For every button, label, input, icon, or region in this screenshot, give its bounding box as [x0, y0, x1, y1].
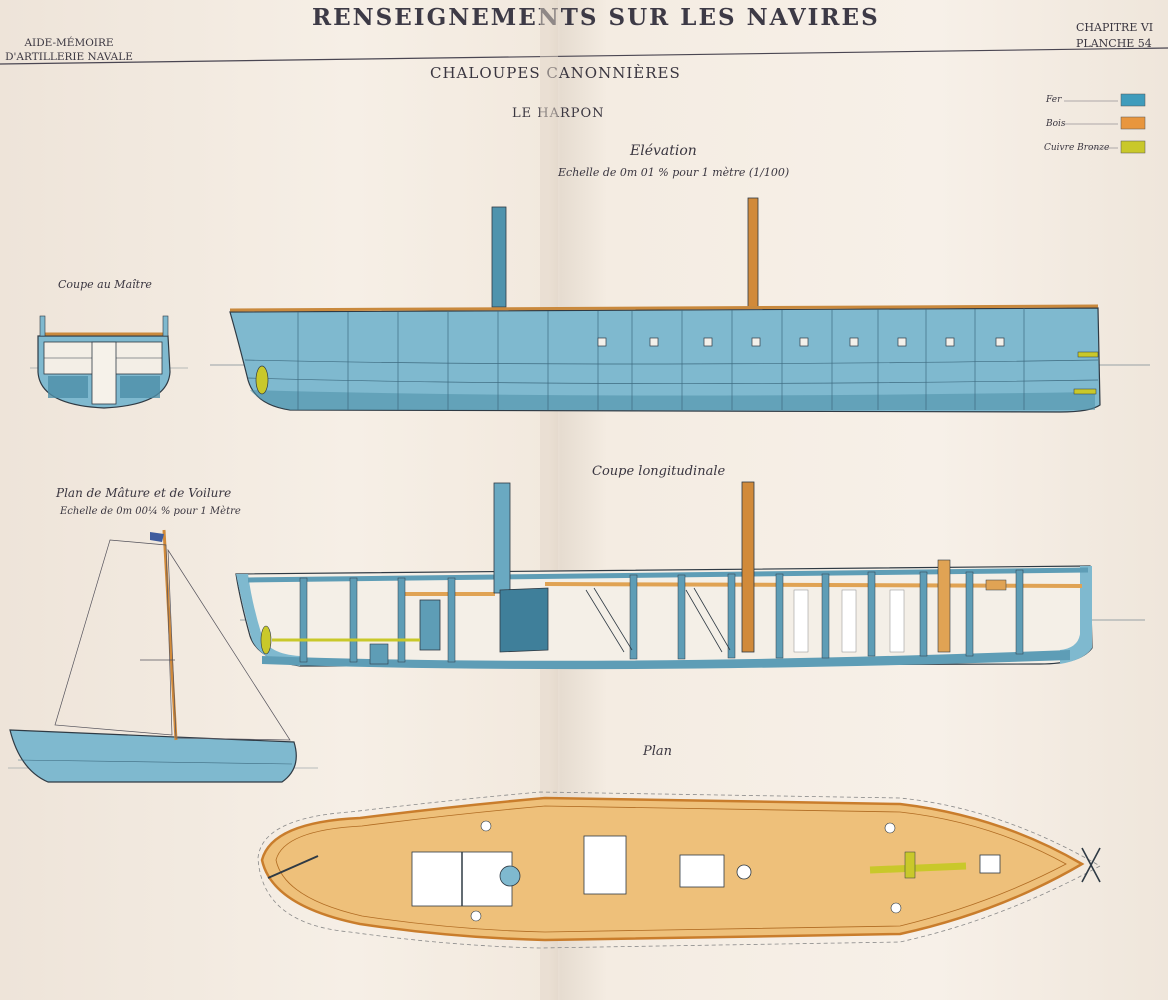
sail-plan-scale: Echelle de 0m 00¼ % pour 1 Mètre — [60, 506, 241, 517]
section-ladders — [585, 587, 731, 653]
elevation-propeller — [255, 365, 269, 395]
legend-swatches — [1064, 93, 1146, 154]
midship-section-view — [30, 315, 188, 409]
elevation-view — [210, 197, 1150, 413]
plan-small-hatch — [979, 854, 1001, 874]
anchor-icon — [1081, 847, 1101, 883]
longitudinal-section-title: Coupe longitudinale — [592, 464, 726, 479]
plan-funnel-top — [499, 865, 521, 887]
legend-swatch-wood — [1120, 116, 1146, 130]
plan-outline-dashed — [257, 791, 1101, 949]
elevation-deck-rail — [229, 304, 1099, 312]
section-engine — [419, 599, 441, 651]
book-title: AIDE-MÉMOIRE D'ARTILLERIE NAVALE — [4, 36, 134, 64]
elevation-funnel — [491, 206, 507, 308]
sail-plan-view — [8, 529, 318, 783]
section-mast — [741, 481, 755, 653]
plate-main-title: RENSEIGNEMENTS SUR LES NAVIRES — [312, 4, 880, 31]
chapter-label: CHAPITRE VI — [1076, 21, 1154, 34]
section-funnel — [493, 482, 511, 594]
sail-plan-mast — [162, 529, 178, 741]
elevation-portholes — [597, 337, 1005, 347]
pennant-icon — [150, 532, 164, 542]
book-title-line2: D'ARTILLERIE NAVALE — [5, 51, 133, 63]
plan-gun — [869, 862, 967, 874]
elevation-title: Elévation — [630, 143, 697, 159]
elevation-mast — [747, 197, 759, 309]
sail-plan-title: Plan de Mâture et de Voilure — [56, 486, 232, 500]
section-frames — [299, 569, 1024, 663]
plate-number: PLANCHE 54 — [1076, 37, 1152, 50]
longitudinal-section-view — [235, 481, 1145, 670]
deck-plan-view — [257, 791, 1101, 949]
legend-label-iron: Fer — [1046, 95, 1062, 105]
section-boiler — [499, 587, 549, 653]
sail-plan-hull — [9, 729, 297, 783]
plan-hatch — [583, 835, 627, 895]
page-fold — [540, 0, 558, 1000]
book-title-line1: AIDE-MÉMOIRE — [24, 37, 114, 49]
plan-grating — [679, 854, 725, 888]
elevation-stem-fitting — [1077, 351, 1099, 358]
chapter-reference: CHAPITRE VI PLANCHE 54 — [1076, 20, 1153, 52]
elevation-scale: Echelle de 0m 01 % pour 1 mètre (1/100) — [558, 166, 790, 179]
sail-outlines — [54, 539, 291, 741]
plan-view-title: Plan — [643, 744, 673, 759]
legend-swatch-iron — [1120, 93, 1146, 107]
legend-swatch-bronze — [1120, 140, 1146, 154]
legend-label-wood: Bois — [1046, 119, 1066, 129]
header-rule — [0, 47, 1168, 65]
midship-section-title: Coupe au Maître — [58, 278, 152, 291]
legend-label-bronze: Cuivre Bronze — [1044, 143, 1110, 153]
